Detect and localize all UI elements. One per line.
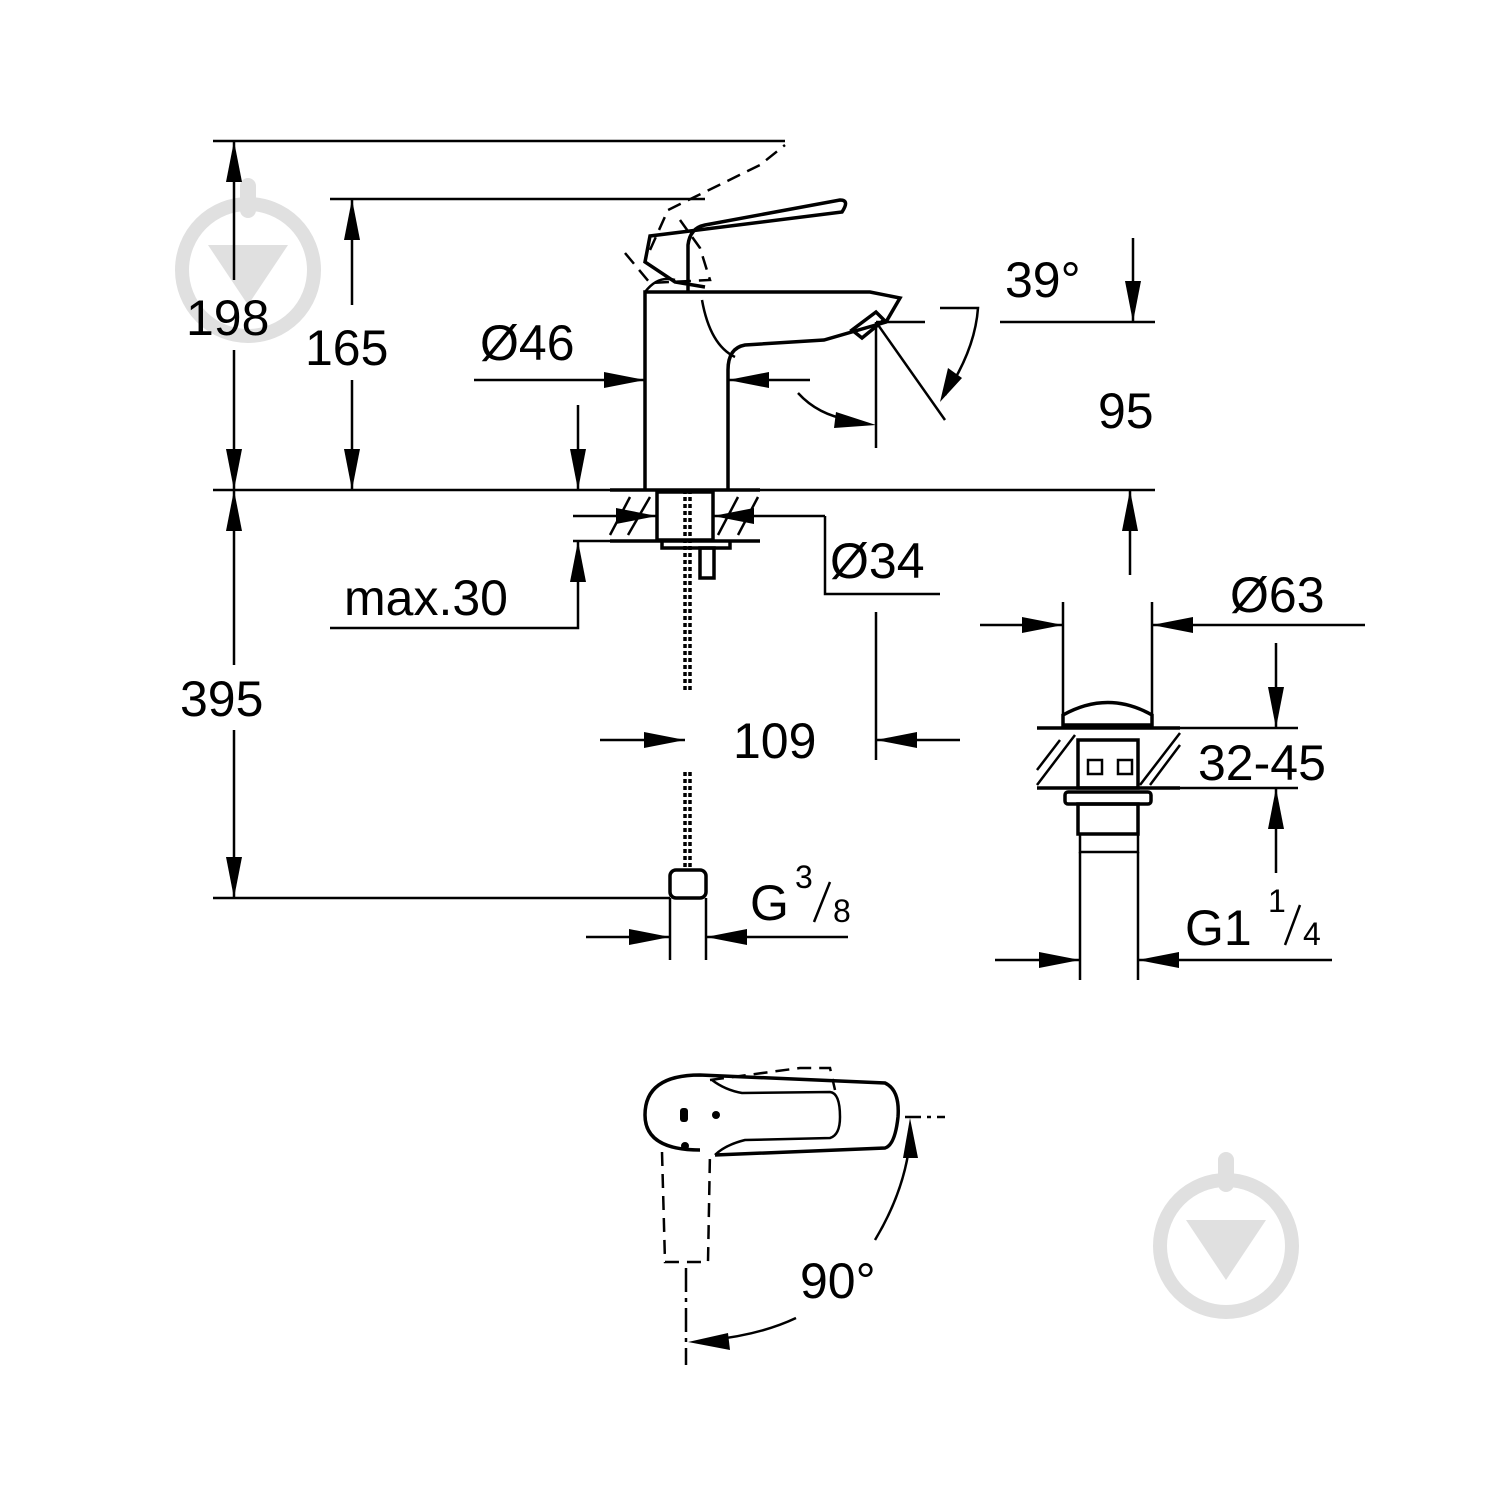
waste-thickness-label: 32-45: [1198, 735, 1326, 791]
dimension-spout-reach: 109: [600, 612, 960, 769]
svg-text:3: 3: [795, 859, 813, 895]
dimension-waste-connection: G1 1 4: [995, 883, 1332, 968]
svg-text:4: 4: [1303, 916, 1321, 952]
dimension-max-deck-thickness: max.30: [330, 405, 610, 630]
total-height-label: 198: [186, 290, 269, 346]
watermark-icon-bottom: [1153, 1152, 1299, 1319]
svg-text:8: 8: [833, 893, 851, 929]
dimension-hose-length: 395: [180, 490, 670, 900]
hose-length-label: 395: [180, 671, 263, 727]
spout-angle-label: 39°: [1005, 252, 1081, 308]
spout-height-label: 165: [305, 320, 388, 376]
dimension-hose-connection: G 3 8: [586, 859, 851, 945]
lever-rotation-label: 90°: [800, 1253, 876, 1309]
dimension-mounting-hole: Ø34: [573, 508, 940, 596]
spout-projection-label: 95: [1098, 383, 1154, 439]
dimension-waste-thickness: 32-45: [1180, 643, 1326, 873]
mounting-hole-label: Ø34: [830, 533, 925, 589]
deck-section: [608, 488, 760, 960]
dimension-spout-height: 165: [305, 197, 705, 490]
svg-text:G1: G1: [1185, 900, 1252, 956]
watermark-icon-top: [175, 178, 321, 343]
max-deck-thickness-label: max.30: [344, 570, 508, 626]
svg-text:1: 1: [1268, 883, 1286, 919]
body-diameter-label: Ø46: [480, 315, 575, 371]
dimension-body-diameter: Ø46: [474, 315, 810, 388]
spout-reach-label: 109: [733, 713, 816, 769]
waste-valve: Ø63: [980, 490, 1365, 980]
waste-diameter-label: Ø63: [1230, 567, 1325, 623]
faucet-side-view: [624, 144, 903, 490]
svg-text:G: G: [750, 875, 789, 931]
dimension-spout-angle: 39° 95: [797, 238, 1155, 448]
faucet-top-view: 90°: [643, 1066, 945, 1365]
dimension-total-height: 198: [186, 139, 785, 490]
